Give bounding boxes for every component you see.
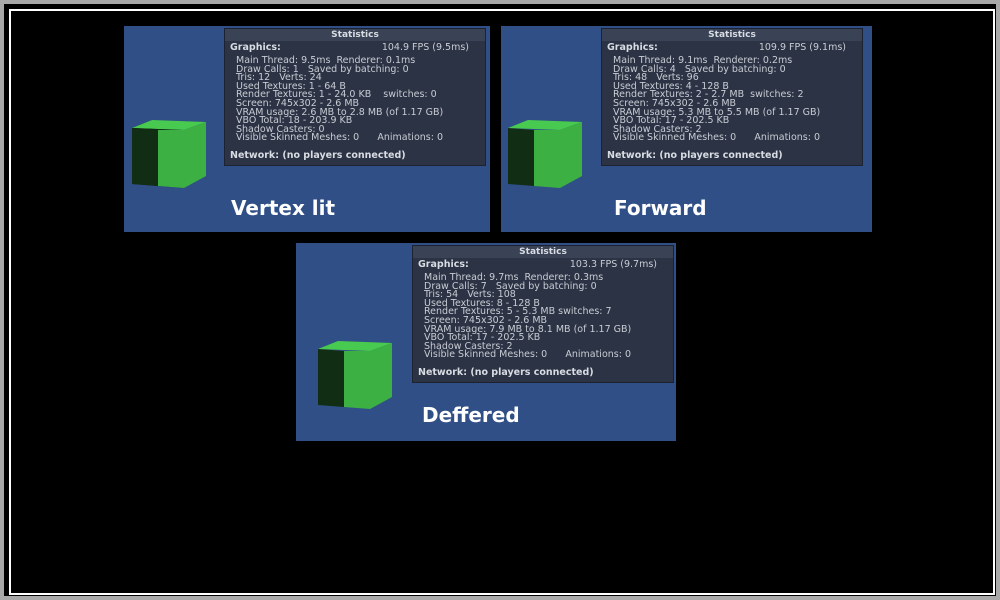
stat-line: Render Textures: 1 - 24.0 KB switches: 0 <box>236 89 437 101</box>
stat-line: Render Textures: 2 - 2.7 MB switches: 2 <box>613 89 804 101</box>
stat-line: Tris: 54 Verts: 108 <box>424 289 516 301</box>
stat-line: VRAM usage: 5.3 MB to 5.5 MB (of 1.17 GB… <box>613 106 821 118</box>
stat-line: VRAM usage: 7.9 MB to 8.1 MB (of 1.17 GB… <box>424 323 632 335</box>
network-status: Network: (no players connected) <box>230 150 406 162</box>
graphics-row: Graphics: 109.9 FPS (9.1ms) <box>602 41 862 55</box>
statistics-overlay: Statistics Graphics: 104.9 FPS (9.5ms) M… <box>224 28 486 166</box>
stat-line: Shadow Casters: 2 <box>613 123 702 135</box>
graphics-row: Graphics: 103.3 FPS (9.7ms) <box>413 258 673 272</box>
stat-line: VBO Total: 18 - 203.9 KB <box>236 115 353 127</box>
stat-line: VRAM usage: 2.6 MB to 2.8 MB (of 1.17 GB… <box>236 106 444 118</box>
fps-value: 103.3 FPS (9.7ms) <box>569 259 657 270</box>
stat-line: Render Textures: 5 - 5.3 MB switches: 7 <box>424 306 612 318</box>
cube-icon <box>508 120 582 188</box>
panel-label: Deffered <box>422 403 520 427</box>
panel-label: Vertex lit <box>231 196 336 220</box>
stat-line: Main Thread: 9.1ms Renderer: 0.2ms <box>613 55 793 66</box>
stat-line: Screen: 745x302 - 2.6 MB <box>236 97 360 109</box>
graphics-label: Graphics: <box>607 42 658 53</box>
stat-line: Visible Skinned Meshes: 0 Animations: 0 <box>613 132 820 144</box>
stat-line: Visible Skinned Meshes: 0 Animations: 0 <box>424 349 631 361</box>
stat-line: Screen: 745x302 - 2.6 MB <box>613 97 737 109</box>
forward-viewport: Statistics Graphics: 109.9 FPS (9.1ms) M… <box>501 26 872 232</box>
statistics-title: Statistics <box>602 29 862 41</box>
stat-line: Used Textures: 4 - 128 B <box>613 80 729 92</box>
stat-line: Shadow Casters: 2 <box>424 340 513 352</box>
stat-lines: Main Thread: 9.7ms Renderer: 0.3ms Draw … <box>413 272 673 360</box>
graphics-row: Graphics: 104.9 FPS (9.5ms) <box>225 41 485 55</box>
stat-line: Visible Skinned Meshes: 0 Animations: 0 <box>236 132 443 144</box>
network-status: Network: (no players connected) <box>418 367 594 379</box>
statistics-overlay: Statistics Graphics: 103.3 FPS (9.7ms) M… <box>412 245 674 383</box>
stat-line: VBO Total: 17 - 202.5 KB <box>613 115 730 127</box>
stat-line: Used Textures: 8 - 128 B <box>424 297 540 309</box>
cube-icon <box>132 120 206 188</box>
statistics-overlay: Statistics Graphics: 109.9 FPS (9.1ms) M… <box>601 28 863 166</box>
stat-line: Tris: 48 Verts: 96 <box>613 72 699 84</box>
panel-label: Forward <box>614 196 707 220</box>
vertex-lit-viewport: Statistics Graphics: 104.9 FPS (9.5ms) M… <box>124 26 490 232</box>
stat-line: Draw Calls: 1 Saved by batching: 0 <box>236 63 409 75</box>
cube-icon <box>318 341 392 409</box>
stat-line: Used Textures: 1 - 64 B <box>236 80 346 92</box>
stat-line: Screen: 745x302 - 2.6 MB <box>424 314 548 326</box>
stat-line: Draw Calls: 4 Saved by batching: 0 <box>613 63 786 75</box>
stat-line: VBO Total: 17 - 202.5 KB <box>424 332 541 344</box>
stat-line: Shadow Casters: 0 <box>236 123 325 135</box>
graphics-label: Graphics: <box>230 42 281 53</box>
stat-lines: Main Thread: 9.5ms Renderer: 0.1ms Draw … <box>225 55 485 143</box>
graphics-label: Graphics: <box>418 259 469 270</box>
statistics-title: Statistics <box>225 29 485 41</box>
stat-line: Tris: 12 Verts: 24 <box>236 72 322 84</box>
fps-value: 109.9 FPS (9.1ms) <box>758 42 846 53</box>
fps-value: 104.9 FPS (9.5ms) <box>381 42 469 53</box>
network-status: Network: (no players connected) <box>607 150 783 162</box>
stat-line: Main Thread: 9.5ms Renderer: 0.1ms <box>236 55 416 66</box>
stat-line: Main Thread: 9.7ms Renderer: 0.3ms <box>424 272 604 283</box>
stat-line: Draw Calls: 7 Saved by batching: 0 <box>424 280 597 292</box>
statistics-title: Statistics <box>413 246 673 258</box>
deferred-viewport: Statistics Graphics: 103.3 FPS (9.7ms) M… <box>296 243 676 441</box>
stat-lines: Main Thread: 9.1ms Renderer: 0.2ms Draw … <box>602 55 862 143</box>
